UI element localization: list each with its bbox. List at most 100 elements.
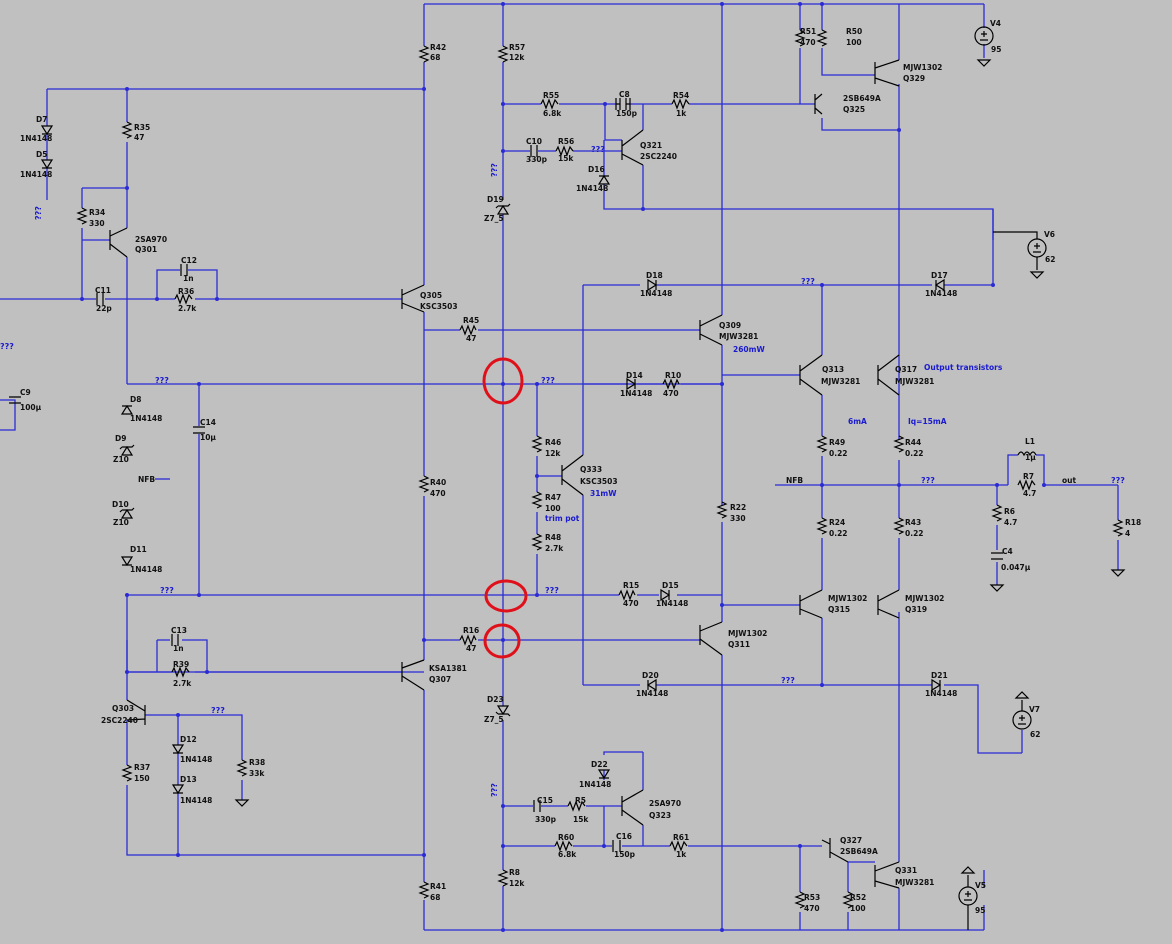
svg-text:NFB: NFB	[138, 475, 155, 484]
svg-text:0.22: 0.22	[829, 449, 848, 458]
svg-text:C11: C11	[95, 286, 111, 295]
svg-text:470: 470	[800, 38, 816, 47]
svg-text:R54: R54	[673, 91, 689, 100]
svg-text:0.22: 0.22	[829, 529, 848, 538]
svg-text:???: ???	[155, 376, 169, 385]
svg-text:47: 47	[466, 334, 476, 343]
svg-text:R45: R45	[463, 316, 479, 325]
svg-text:Q321: Q321	[640, 141, 662, 150]
svg-text:out: out	[1062, 476, 1076, 485]
svg-text:MJW1302: MJW1302	[828, 594, 867, 603]
svg-text:1N4148: 1N4148	[180, 755, 212, 764]
capacitor-c4: C40.047µ	[991, 547, 1031, 572]
svg-text:6.8k: 6.8k	[558, 850, 577, 859]
svg-text:R56: R56	[558, 137, 574, 146]
svg-text:2SC2240: 2SC2240	[101, 716, 138, 725]
svg-text:15k: 15k	[573, 815, 589, 824]
svg-text:Z10: Z10	[113, 518, 129, 527]
svg-text:MJW3281: MJW3281	[719, 332, 758, 341]
svg-text:33k: 33k	[249, 769, 265, 778]
svg-text:C12: C12	[181, 256, 197, 265]
svg-text:62: 62	[1045, 255, 1055, 264]
resistor-r6: R64.7	[991, 504, 1017, 527]
svg-text:R55: R55	[543, 91, 559, 100]
svg-text:R22: R22	[730, 503, 746, 512]
highlight-markers	[482, 357, 528, 659]
svg-text:C4: C4	[1002, 547, 1013, 556]
svg-text:MJW3281: MJW3281	[821, 377, 860, 386]
svg-text:R38: R38	[249, 758, 265, 767]
svg-text:D7: D7	[36, 115, 47, 124]
svg-text:R40: R40	[430, 478, 446, 487]
svg-text:Q325: Q325	[843, 105, 865, 114]
svg-text:MJW1302: MJW1302	[903, 63, 942, 72]
svg-text:???: ???	[545, 586, 559, 595]
svg-text:R7: R7	[1023, 472, 1034, 481]
svg-text:330p: 330p	[535, 815, 557, 824]
svg-text:12k: 12k	[509, 53, 525, 62]
svg-text:1N4148: 1N4148	[180, 796, 212, 805]
svg-text:1N4148: 1N4148	[925, 289, 957, 298]
svg-text:12k: 12k	[545, 449, 561, 458]
svg-text:MJW1302: MJW1302	[905, 594, 944, 603]
svg-text:D23: D23	[487, 695, 504, 704]
svg-text:V4: V4	[990, 19, 1001, 28]
svg-text:Q331: Q331	[895, 866, 917, 875]
svg-text:100µ: 100µ	[20, 403, 42, 412]
svg-text:C9: C9	[20, 388, 31, 397]
svg-text:R41: R41	[430, 882, 446, 891]
svg-text:Output transistors: Output transistors	[924, 363, 1003, 372]
svg-text:Q333: Q333	[580, 465, 602, 474]
svg-text:C13: C13	[171, 626, 187, 635]
svg-text:D19: D19	[487, 195, 504, 204]
svg-text:Q307: Q307	[429, 675, 451, 684]
svg-text:???: ???	[490, 783, 499, 797]
svg-text:330: 330	[730, 514, 746, 523]
svg-text:D17: D17	[931, 271, 948, 280]
svg-text:R44: R44	[905, 438, 921, 447]
annotations: 260mW Output transistors 6mA Iq=15mA tri…	[545, 345, 1003, 523]
svg-text:R34: R34	[89, 208, 105, 217]
svg-text:D20: D20	[642, 671, 659, 680]
svg-text:KSC3503: KSC3503	[580, 477, 618, 486]
svg-text:R46: R46	[545, 438, 561, 447]
svg-text:???: ???	[591, 145, 605, 154]
svg-text:MJW3281: MJW3281	[895, 878, 934, 887]
svg-text:D8: D8	[130, 395, 141, 404]
svg-text:1N4148: 1N4148	[620, 389, 652, 398]
svg-text:???: ???	[211, 706, 225, 715]
svg-text:470: 470	[623, 599, 639, 608]
svg-text:R50: R50	[846, 27, 862, 36]
highlight-marker-top	[482, 357, 524, 405]
